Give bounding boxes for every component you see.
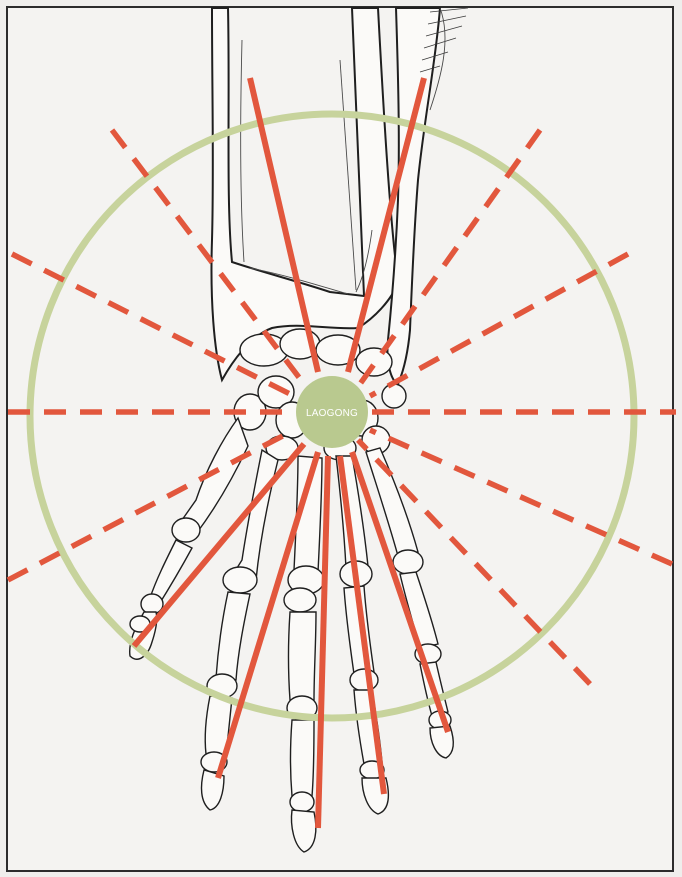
hand-skeleton-icon <box>130 8 468 852</box>
dash-upper-left-steep <box>112 130 304 384</box>
laogong-label: LAOGONG <box>306 408 358 419</box>
laogong-point: LAOGONG <box>296 376 368 448</box>
